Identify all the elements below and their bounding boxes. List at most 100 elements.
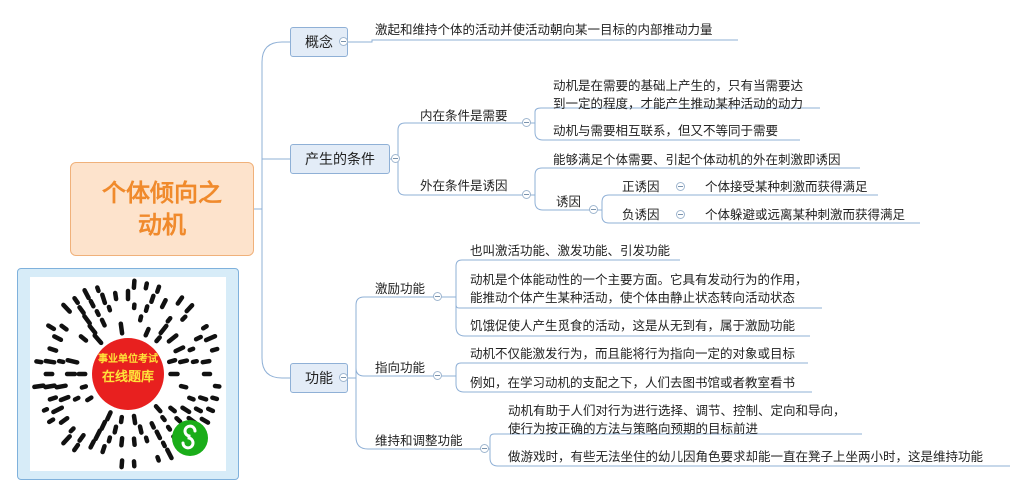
qr-dot [56, 358, 66, 365]
collapse-activation-icon[interactable] [433, 292, 442, 301]
link-internal [397, 122, 515, 131]
link-activation-1 [455, 259, 680, 267]
topic-conditions[interactable]: 产生的条件 [290, 144, 390, 174]
qr-dot [143, 435, 150, 444]
qr-code[interactable]: 事业单位考试 在线题库 [30, 277, 226, 471]
collapse-conditions-icon[interactable] [391, 154, 400, 163]
topic-conditions-label: 产生的条件 [305, 152, 375, 168]
qr-dot [143, 304, 150, 314]
qr-dot [47, 395, 59, 402]
external-definition: 能够满足个体需要、引起个体动机的外在刺激即诱因 [553, 152, 841, 167]
qr-code-panel[interactable]: 事业单位考试 在线题库 [17, 268, 239, 480]
qr-dot [58, 394, 71, 403]
qr-dot [88, 298, 96, 309]
topic-concept[interactable]: 概念 [290, 27, 348, 57]
link-negative [601, 215, 690, 224]
qr-dot [77, 305, 86, 316]
incentive-label[interactable]: 诱因 [556, 194, 582, 209]
qr-dot [160, 440, 167, 449]
collapse-external-icon[interactable] [522, 190, 531, 199]
link-external-def [534, 167, 860, 176]
qr-dot [200, 323, 209, 331]
qr-dot [154, 335, 162, 344]
root-topic[interactable]: 个体倾向之 动机 [70, 162, 254, 256]
negative-incentive-text: 个体躲避或远离某种刺激而获得满足 [705, 207, 906, 222]
qr-dot [105, 410, 113, 422]
qr-dot [175, 295, 185, 306]
qr-dot [95, 285, 101, 294]
direction-function-label[interactable]: 指向功能 [375, 360, 426, 375]
qr-dot [51, 405, 65, 415]
positive-incentive-text: 个体接受某种刺激而获得满足 [705, 179, 868, 194]
qr-badge-line2: 在线题库 [102, 369, 154, 385]
maintenance-item-1b: 使行为按正确的方法与策略向预期的目标前进 [508, 421, 759, 436]
qr-dot [88, 439, 96, 450]
qr-dot [77, 432, 86, 443]
link-functions [261, 357, 290, 379]
qr-dot [143, 281, 150, 291]
link-direction [355, 367, 445, 377]
link-positive [601, 194, 690, 203]
concept-text: 激起和维持个体的活动并使活动朝向某一目标的内部推动力量 [375, 22, 713, 37]
qr-dot [165, 424, 173, 432]
link-activation [355, 296, 445, 306]
activation-function-label[interactable]: 激励功能 [375, 281, 426, 296]
collapse-direction-icon[interactable] [433, 371, 442, 380]
qr-dot [180, 314, 188, 322]
qr-dot [178, 383, 189, 390]
qr-dot [41, 406, 50, 413]
qr-dot [112, 424, 119, 435]
collapse-negative-icon[interactable] [676, 210, 685, 219]
qr-dot [61, 302, 72, 314]
link-internal-1 [534, 107, 820, 113]
positive-incentive-label[interactable]: 正诱因 [622, 179, 660, 194]
qr-dot [82, 288, 91, 301]
qr-dot [193, 334, 203, 342]
qr-dot [197, 395, 209, 402]
qr-dot [199, 416, 211, 425]
qr-dot [118, 321, 125, 336]
qr-dot [99, 317, 107, 328]
link-maintenance-2 [489, 457, 1010, 467]
qr-dot [187, 395, 196, 402]
internal-condition-label[interactable]: 内在条件是需要 [420, 108, 508, 123]
external-condition-label[interactable]: 外在条件是诱因 [420, 178, 508, 193]
topic-functions[interactable]: 功能 [290, 363, 348, 393]
link-external [397, 187, 515, 196]
qr-badge-line1: 事业单位考试 [98, 352, 158, 365]
qr-dot [43, 358, 57, 365]
qr-dot [34, 359, 44, 365]
collapse-incentive-icon[interactable] [589, 205, 598, 214]
qr-dot [59, 323, 69, 332]
activation-item-2b: 能推动个体产生某种活动，使个体由静止状态转向活动状态 [470, 290, 796, 305]
link-direction-1 [455, 362, 808, 369]
qr-dot [184, 303, 195, 314]
maintenance-function-label[interactable]: 维持和调整功能 [375, 433, 463, 448]
collapse-maintenance-icon[interactable] [480, 444, 489, 453]
qr-dot [61, 434, 72, 446]
qr-dot [212, 383, 222, 389]
qr-dot [32, 383, 46, 390]
negative-incentive-label[interactable]: 负诱因 [622, 207, 660, 222]
collapse-functions-icon[interactable] [339, 373, 348, 382]
qr-dot [210, 395, 220, 402]
qr-dot [72, 295, 80, 306]
link-activation-2 [455, 304, 822, 309]
qr-dot [153, 404, 163, 414]
qr-dot [155, 454, 161, 463]
qr-dot [154, 429, 163, 441]
link-concept [261, 41, 290, 63]
collapse-internal-icon[interactable] [522, 118, 531, 127]
collapse-concept-icon[interactable] [339, 37, 348, 46]
qr-dot [106, 304, 113, 313]
qr-dot [174, 415, 183, 424]
maintenance-item-2: 做游戏时，有些无法坐住的幼儿因角色要求却能一直在凳子上坐两小时，这是维持功能 [508, 449, 984, 464]
qr-dot [137, 424, 144, 435]
qr-dot [119, 458, 125, 470]
qr-dot [87, 323, 98, 336]
qr-dot [106, 435, 113, 444]
collapse-positive-icon[interactable] [676, 182, 685, 191]
qr-dot [209, 346, 220, 353]
qr-dot [166, 333, 179, 344]
